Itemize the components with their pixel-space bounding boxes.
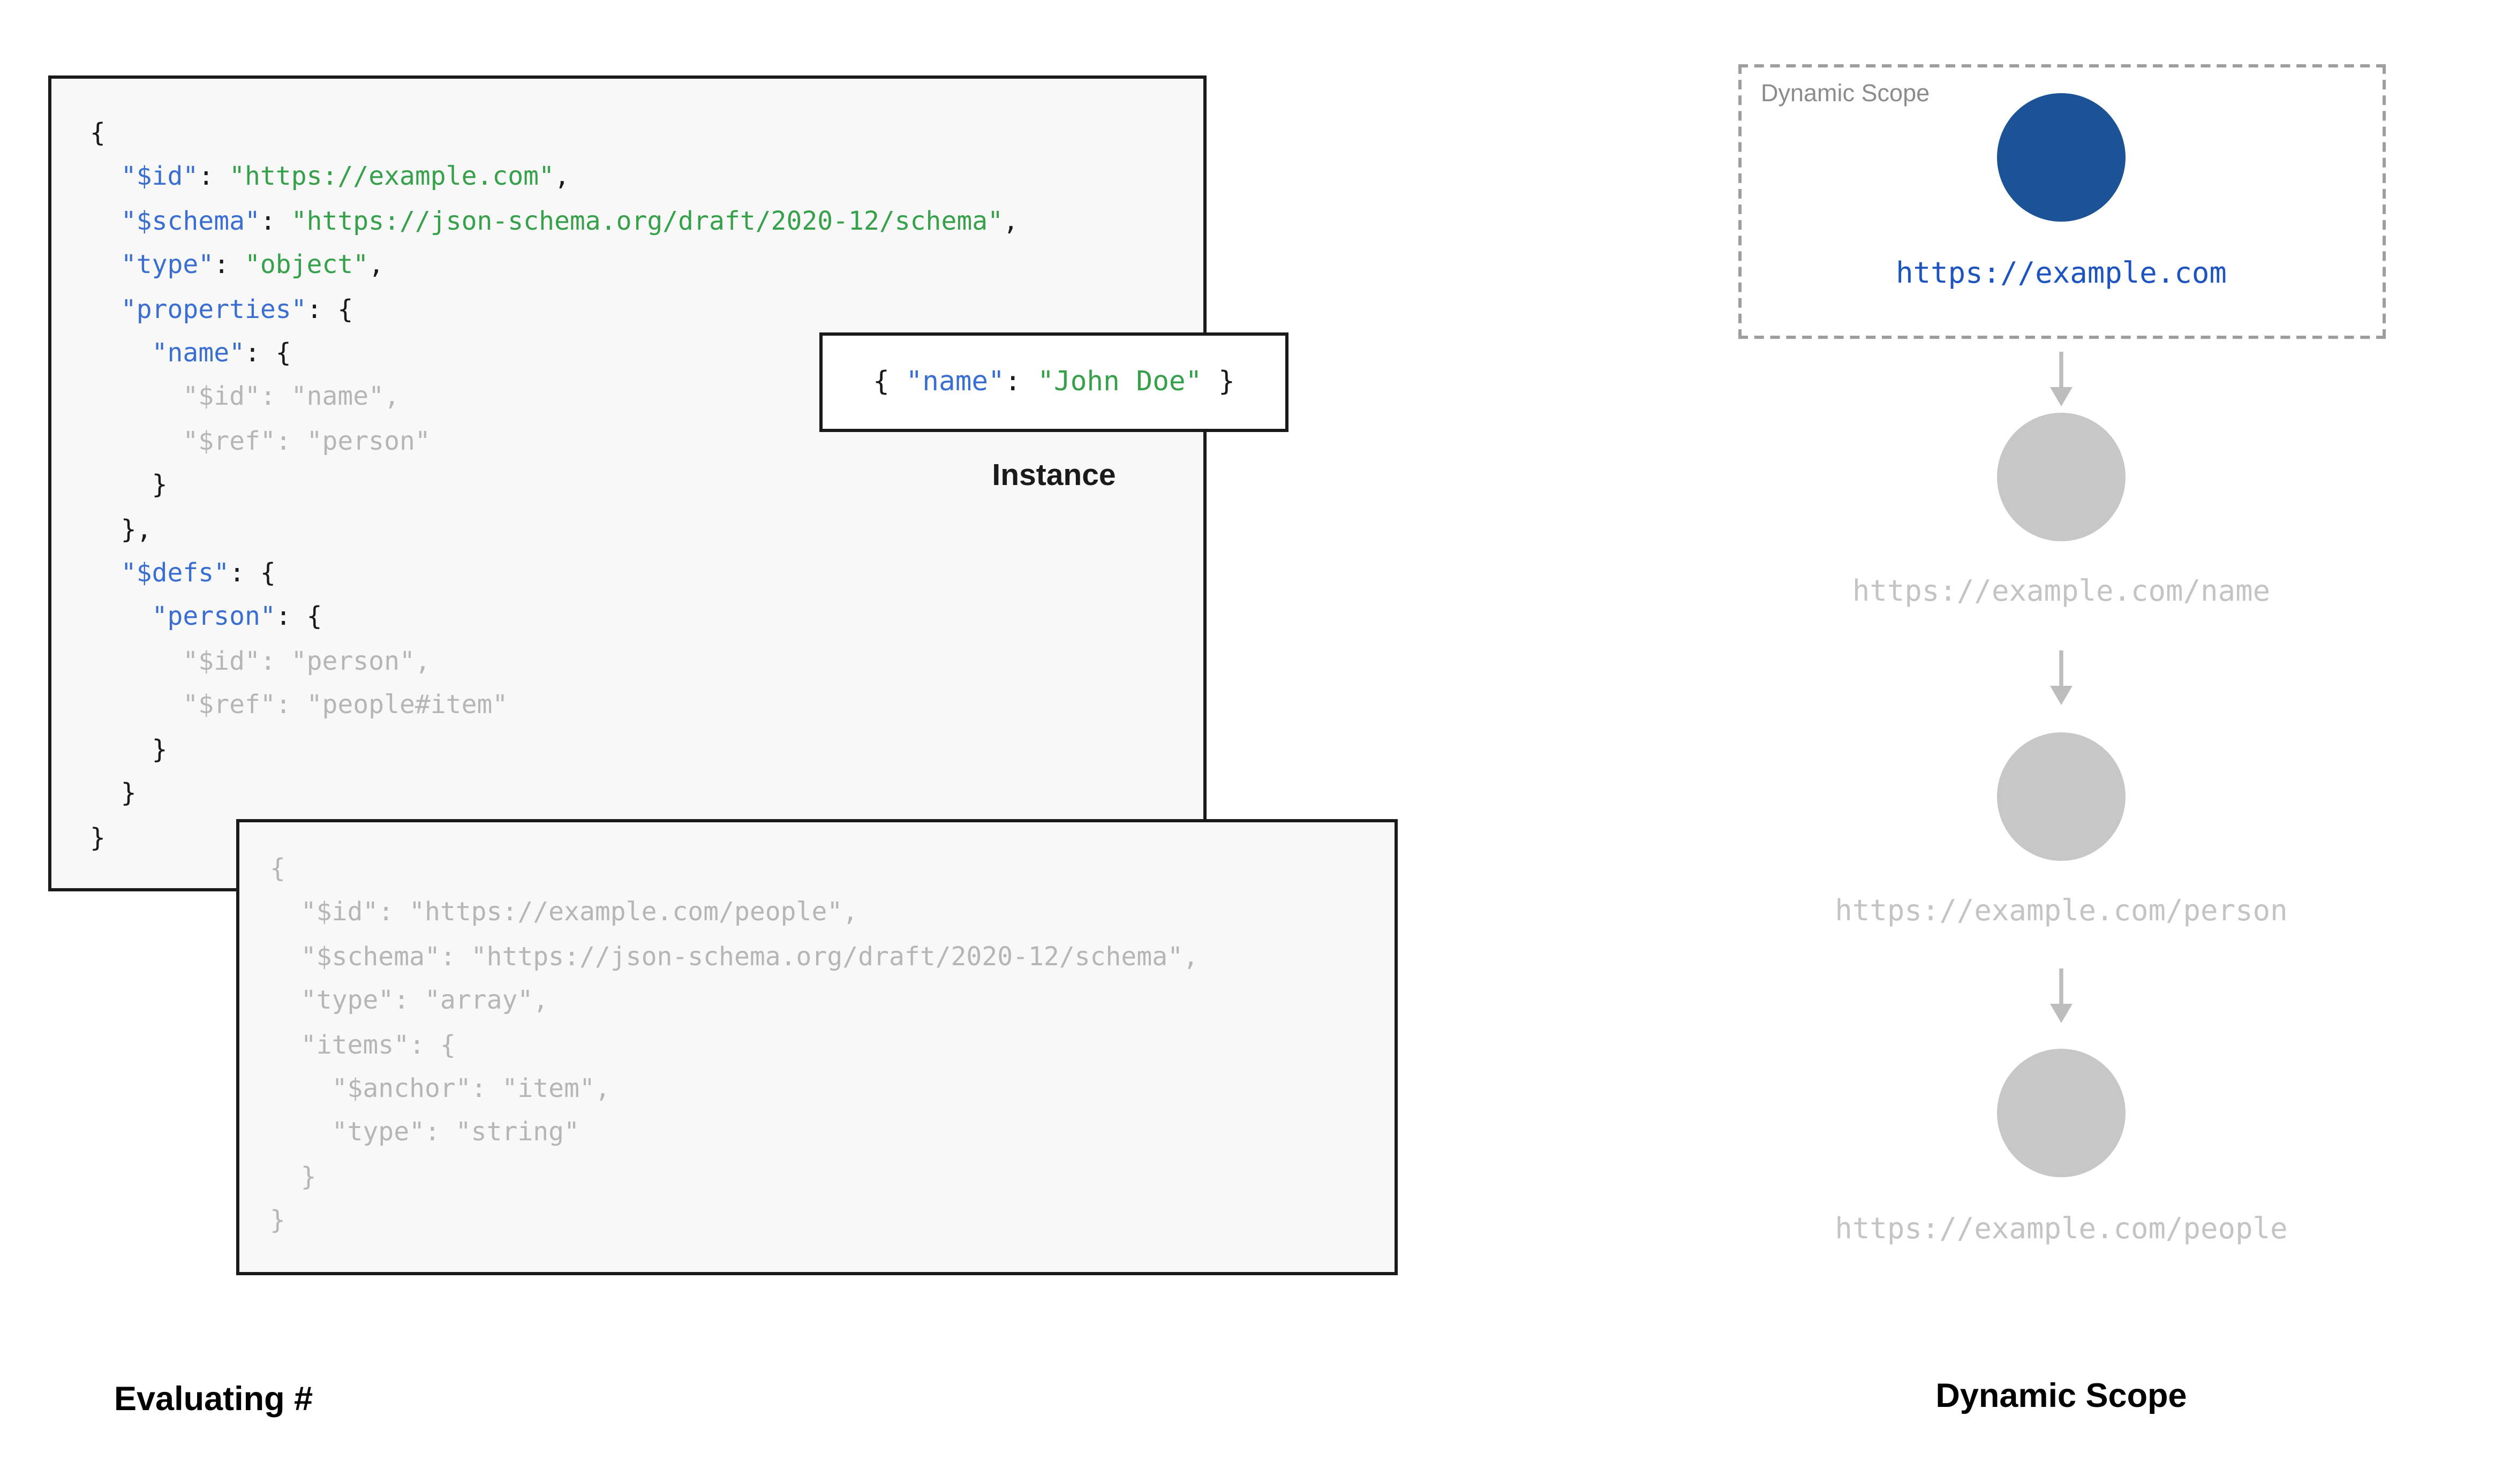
code-line: "type": "array",	[270, 985, 549, 1016]
people-schema-code: { "$id": "https://example.com/people", "…	[239, 822, 1395, 1243]
code-line: }	[90, 777, 137, 808]
code-line: "type": "object",	[120, 249, 385, 280]
code-line: "$id": "person",	[90, 645, 431, 676]
code-line: "$id": "https://example.com",	[120, 161, 570, 192]
dynamic-scope-box-label: Dynamic Scope	[1761, 80, 1930, 108]
code-line: "$id": "https://example.com/people",	[270, 897, 858, 928]
root-schema-code: { "$id": "https://example.com", "$schema…	[51, 79, 1203, 859]
code-line: }	[270, 1205, 285, 1236]
scope-node-person-circle	[1997, 732, 2126, 861]
scope-node-root-circle	[1997, 93, 2126, 222]
code-line: "type": "string"	[270, 1117, 579, 1148]
code-line: {	[270, 853, 285, 883]
code-line: }	[270, 1161, 316, 1192]
instance-box: { "name": "John Doe" }	[819, 332, 1288, 432]
arrow-down-icon	[2040, 965, 2082, 1026]
code-line: "properties": {	[120, 293, 353, 324]
code-line: "items": {	[270, 1028, 456, 1059]
scope-node-people-label: https://example.com/people	[1835, 1213, 2288, 1246]
root-schema-box: { "$id": "https://example.com", "$schema…	[48, 75, 1207, 891]
code-line: "$ref": "person"	[90, 425, 431, 456]
arrow-down-icon	[2040, 647, 2082, 708]
code-line: {	[90, 117, 105, 148]
dynamic-scope-caption: Dynamic Scope	[1935, 1378, 2187, 1415]
code-line: "$id": "name",	[90, 381, 400, 412]
scope-node-name-label: https://example.com/name	[1852, 575, 2271, 609]
code-line: }	[90, 733, 168, 764]
code-line: "$schema": "https://json-schema.org/draf…	[120, 205, 1019, 236]
arrow-down-icon	[2040, 349, 2082, 410]
scope-node-name-circle	[1997, 413, 2126, 541]
code-line: "$ref": "people#item"	[90, 689, 508, 720]
code-line: "name": {	[152, 337, 291, 368]
scope-node-root-label: https://example.com	[1896, 257, 2227, 291]
code-line: "person": {	[152, 601, 322, 632]
evaluating-caption: Evaluating #	[114, 1381, 313, 1418]
code-line: "$schema": "https://json-schema.org/draf…	[270, 941, 1199, 972]
instance-code: { "name": "John Doe" }	[873, 365, 1235, 398]
dynamic-scope-box: Dynamic Scope	[1738, 64, 2386, 339]
instance-label: Instance	[992, 459, 1116, 493]
scope-node-people-circle	[1997, 1049, 2126, 1177]
code-line: { "name": "John Doe" }	[873, 365, 1235, 398]
code-line: "$defs": {	[120, 557, 276, 588]
code-line: "$anchor": "item",	[270, 1073, 611, 1104]
code-line: },	[90, 513, 152, 544]
code-line: }	[90, 469, 168, 500]
code-line: }	[90, 821, 105, 852]
scope-node-person-label: https://example.com/person	[1835, 895, 2288, 928]
people-schema-box: { "$id": "https://example.com/people", "…	[236, 819, 1398, 1275]
